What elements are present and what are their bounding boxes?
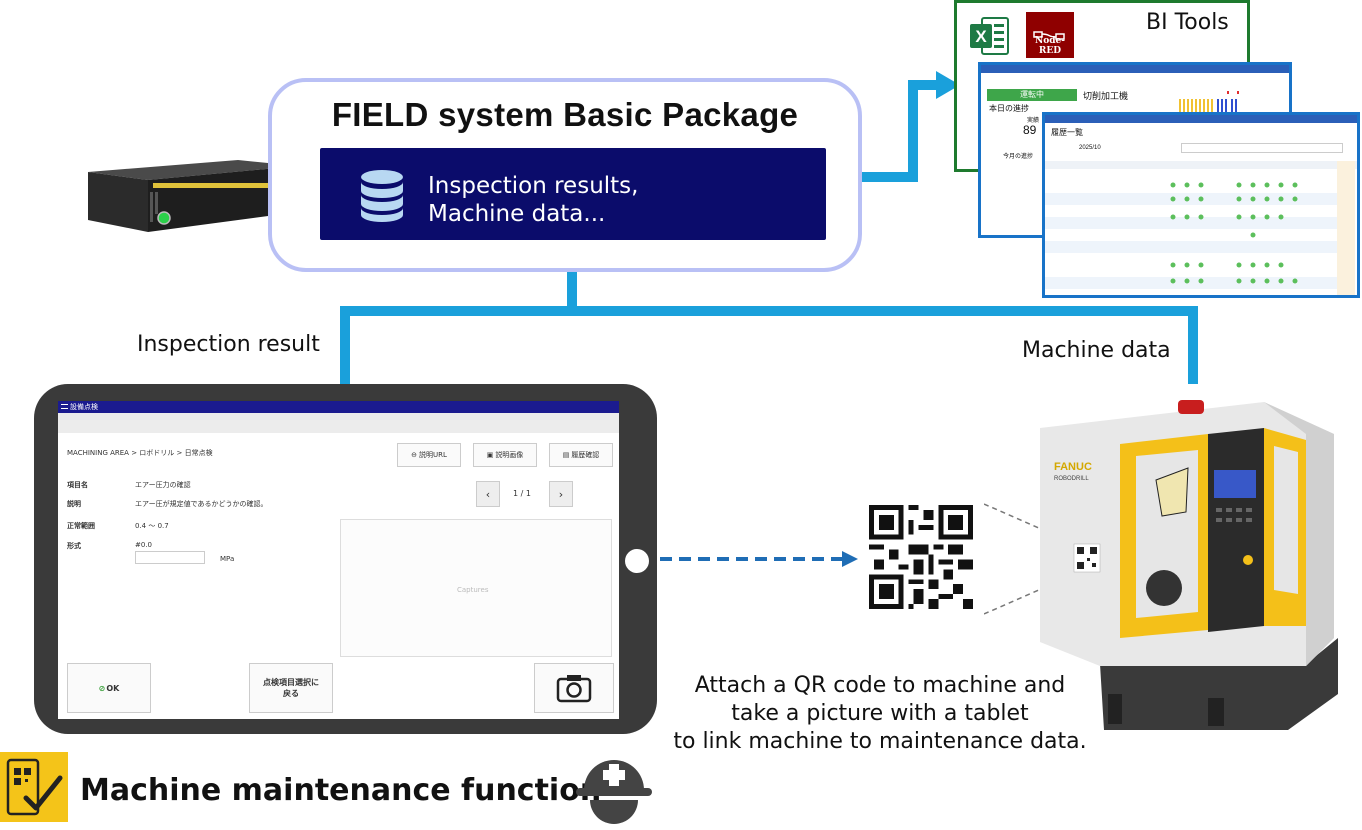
captures-label: Captures — [457, 586, 489, 594]
history-check-button[interactable]: ▤履歴確認 — [549, 443, 613, 467]
database-icon — [361, 170, 403, 222]
history-title-bar — [1045, 115, 1357, 123]
dashboard-status-badge: 運転中 — [987, 89, 1077, 101]
qr-caption-line-1: Attach a QR code to machine and — [694, 673, 1066, 698]
flow-line-to-bi-vertical — [908, 80, 918, 182]
dashed-arrow-icon — [660, 551, 858, 567]
history-month: 2025/10 — [1079, 145, 1101, 151]
description-url-label: 説明URL — [418, 451, 447, 459]
excel-icon: X — [970, 17, 1009, 55]
check-circle-icon: ⊘ — [98, 683, 106, 693]
next-page-button[interactable]: › — [549, 481, 573, 507]
breadcrumb: MACHINING AREA > ロボドリル > 日常点検 — [67, 449, 213, 457]
package-title: FIELD system Basic Package — [331, 96, 799, 133]
chevron-right-icon: › — [558, 487, 564, 501]
description-value: エアー圧が規定値であるかどうかの確認。 — [135, 500, 268, 508]
machine-brand: FANUC — [1054, 461, 1092, 473]
unit-label: MPa — [220, 555, 235, 563]
ok-label: OK — [106, 683, 120, 693]
dashboard-actual-value: 89 — [1023, 123, 1037, 137]
flow-line-tablet-up — [340, 310, 350, 384]
qr-caption: Attach a QR code to machine and take a p… — [662, 672, 1098, 756]
machine-data-label: Machine data — [1022, 338, 1171, 363]
history-list-screenshot: 履歴一覧 2025/10 — [1042, 112, 1360, 298]
flow-line-machine-up — [1188, 306, 1198, 384]
database-panel — [320, 148, 826, 240]
flow-line-to-bi-horizontal — [862, 172, 918, 182]
flow-line-to-package — [567, 262, 577, 310]
dashboard-bar-chart — [1179, 91, 1239, 115]
format-value: #0.0 — [135, 541, 152, 549]
measurement-input[interactable] — [135, 551, 205, 564]
excel-letter: X — [975, 27, 987, 46]
item-name-label: 項目名 — [67, 481, 88, 489]
app-header — [58, 401, 619, 413]
normal-range-label: 正常範囲 — [67, 522, 95, 530]
dashboard-title-bar — [981, 65, 1289, 73]
back-button-line-2: 戻る — [283, 689, 299, 698]
worker-helmet-icon — [576, 760, 652, 824]
description-image-button[interactable]: ▣説明画像 — [473, 443, 537, 467]
qr-caption-line-2: take a picture with a tablet — [731, 701, 1029, 726]
qr-code-icon — [869, 505, 973, 609]
history-search-field — [1181, 143, 1343, 153]
back-button-line-1: 点検項目選択に — [263, 678, 319, 687]
node-red-flow-icon — [1033, 31, 1065, 40]
dashboard-machine-name: 切削加工機 — [1083, 91, 1129, 101]
database-line-1: Inspection results, — [428, 173, 639, 199]
tablet-home-button[interactable] — [625, 549, 649, 573]
menu-icon[interactable] — [61, 404, 68, 409]
history-title: 履歴一覧 — [1051, 128, 1083, 137]
node-red-label: Node-RED — [1035, 36, 1065, 56]
function-title: Machine maintenance function — [80, 773, 602, 808]
back-to-item-select-button[interactable]: 点検項目選択に 戻る — [249, 663, 333, 713]
camera-button[interactable] — [534, 663, 614, 713]
history-icon: ▤ — [562, 451, 570, 459]
dashboard-progress-label: 本日の進捗 — [989, 104, 1029, 113]
image-icon: ▣ — [486, 451, 494, 459]
database-line-2: Machine data... — [428, 201, 606, 227]
tablet-check-icon — [6, 758, 63, 816]
inspection-result-label: Inspection result — [137, 332, 320, 357]
item-name-value: エアー圧力の確認 — [135, 481, 191, 489]
tablet-screen: 設備点検 MACHINING AREA > ロボドリル > 日常点検 ⊖説明UR… — [58, 401, 619, 719]
chevron-left-icon: ‹ — [485, 487, 491, 501]
description-label: 説明 — [67, 500, 81, 508]
flow-line-to-bi-top — [908, 80, 942, 90]
dashboard-month-label: 今月の進捗 — [1003, 154, 1034, 160]
dashboard-actual-label: 実績 — [1027, 118, 1040, 124]
camera-icon — [556, 675, 592, 703]
description-image-label: 説明画像 — [495, 451, 524, 459]
maintenance-function-icon — [0, 752, 68, 822]
pager-text: 1 / 1 — [513, 489, 531, 498]
format-label: 形式 — [67, 542, 81, 550]
ok-button[interactable]: ⊘OK — [67, 663, 151, 713]
node-red-icon: Node-RED — [1026, 12, 1074, 58]
app-subheader — [58, 413, 619, 433]
flow-line-horizontal — [340, 306, 1198, 316]
database-contents: Inspection results, Machine data... — [428, 172, 638, 228]
history-header-row — [1045, 161, 1357, 169]
history-check-label: 履歴確認 — [571, 451, 600, 459]
machine-image: FANUC ROBODRILL — [1040, 400, 1338, 730]
history-status-dots — [1045, 182, 1337, 289]
previous-page-button[interactable]: ‹ — [476, 481, 500, 507]
captures-area[interactable] — [340, 519, 612, 657]
machine-model: ROBODRILL — [1054, 476, 1089, 482]
arrow-right-icon — [936, 71, 960, 99]
history-today-column — [1337, 161, 1355, 295]
bi-tools-label: BI Tools — [1146, 10, 1229, 35]
app-title: 設備点検 — [70, 404, 98, 411]
normal-range-value: 0.4 〜 0.7 — [135, 522, 169, 530]
qr-caption-line-3: to link machine to maintenance data. — [673, 729, 1087, 754]
description-url-button[interactable]: ⊖説明URL — [397, 443, 461, 467]
link-icon: ⊖ — [411, 451, 417, 459]
